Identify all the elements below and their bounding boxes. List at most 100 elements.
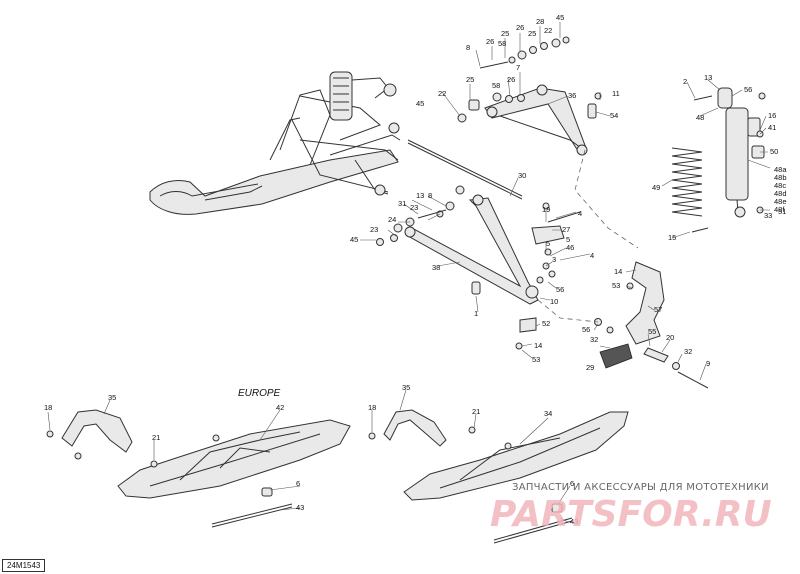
callout: 4 [590, 251, 594, 260]
callout: 48f [774, 205, 785, 214]
callout: 11 [612, 89, 620, 98]
callout: 48d [774, 189, 787, 198]
callout: 36 [568, 91, 576, 100]
callout: 38 [432, 263, 440, 272]
watermark-caption: ЗАПЧАСТИ И АКСЕССУАРЫ ДЛЯ МОТОТЕХНИКИ [512, 482, 769, 493]
callout: 56 [582, 325, 590, 334]
callout: 48e [774, 197, 787, 206]
coil-spring [671, 147, 703, 217]
standard-ski [368, 409, 629, 544]
callout: 8 [466, 43, 470, 52]
callout: 22 [438, 89, 446, 98]
callout: 48c [774, 181, 786, 190]
callout: 5 [566, 235, 570, 244]
callout: 53 [532, 355, 540, 364]
spindle-hardware [515, 202, 581, 350]
alignment-line-2 [537, 299, 599, 323]
callout: 32 [684, 347, 692, 356]
callout: 15 [668, 233, 676, 242]
callout: 18 [368, 403, 376, 412]
callout: 41 [768, 123, 776, 132]
ski-spindle [594, 261, 709, 389]
callout: 21 [152, 433, 160, 442]
callout: 45 [416, 99, 424, 108]
callout: 51 [778, 207, 786, 216]
callout: 34 [544, 409, 552, 418]
callout: 4 [578, 209, 582, 218]
leader-lines [47, 22, 771, 523]
middle-hardware [376, 185, 481, 295]
callout: 56 [744, 85, 752, 94]
callout: 56 [556, 285, 564, 294]
callout: 20 [666, 333, 674, 342]
alignment-line-1 [574, 149, 639, 249]
callout: 13 [704, 73, 712, 82]
callout: 24 [388, 215, 396, 224]
callout: 35 [108, 393, 116, 402]
callout: 7 [516, 63, 520, 72]
callout: 25 [501, 29, 509, 38]
watermark: ЗАПЧАСТИ И АКСЕССУАРЫ ДЛЯ МОТОТЕХНИКИ PA… [490, 482, 772, 535]
callout: 22 [544, 26, 552, 35]
callout: 53 [612, 281, 620, 290]
callout: 32 [590, 335, 598, 344]
europe-ski [46, 409, 351, 528]
callout: 46 [566, 243, 574, 252]
reference-code: 24M1543 [2, 559, 46, 572]
callout: 43 [296, 503, 304, 512]
callout: 3 [552, 255, 556, 264]
steering-rod [407, 139, 523, 200]
callout: 42 [276, 403, 284, 412]
callout: 21 [472, 407, 480, 416]
top-hardware-stack [457, 36, 602, 123]
callout: 58 [498, 39, 506, 48]
callout: 18 [44, 403, 52, 412]
callout: 8 [428, 191, 432, 200]
callout: 29 [586, 363, 594, 372]
callout: 14 [614, 267, 622, 276]
callout: 6 [570, 479, 574, 488]
callout: 1 [474, 309, 478, 318]
callout: 2 [683, 77, 687, 86]
shock-absorber [693, 87, 766, 218]
callout: 45 [350, 235, 358, 244]
callout: 57 [654, 305, 662, 314]
callout: 19 [542, 205, 550, 214]
callout: 55 [648, 327, 656, 336]
callout: 50 [770, 147, 778, 156]
callout: 23 [410, 203, 418, 212]
lower-a-arm [404, 194, 539, 305]
callout: 45 [556, 13, 564, 22]
callout: 31 [398, 199, 406, 208]
callout: 43 [570, 517, 578, 526]
callout: 13 [416, 191, 424, 200]
callout: 27 [562, 225, 570, 234]
frame-and-ski-assembly [149, 71, 401, 215]
callout: 9 [706, 359, 710, 368]
callout: 5 [546, 239, 550, 248]
callout: 26 [486, 37, 494, 46]
callout: 6 [296, 479, 300, 488]
callout: 58 [492, 81, 500, 90]
callout-numbers: 45 28 26 22 25 26 58 8 25 7 26 25 58 22 … [44, 13, 787, 526]
callout: 10 [550, 297, 558, 306]
callout: 35 [402, 383, 410, 392]
callout: 48b [774, 173, 787, 182]
callout: 25 [466, 75, 474, 84]
callout: 48a [774, 165, 787, 174]
callout: 30 [518, 171, 526, 180]
callout: 33 [764, 211, 772, 220]
callout: 52 [542, 319, 550, 328]
callout: 23 [370, 225, 378, 234]
callout: 16 [768, 111, 776, 120]
watermark-logo: PARTSFOR.RU [490, 494, 772, 535]
callout: 25 [528, 29, 536, 38]
callout: 54 [610, 111, 618, 120]
callout: 26 [516, 23, 524, 32]
callout: 49 [652, 183, 660, 192]
callout: 48 [696, 113, 704, 122]
callout: 26 [507, 75, 515, 84]
callout: 28 [536, 17, 544, 26]
